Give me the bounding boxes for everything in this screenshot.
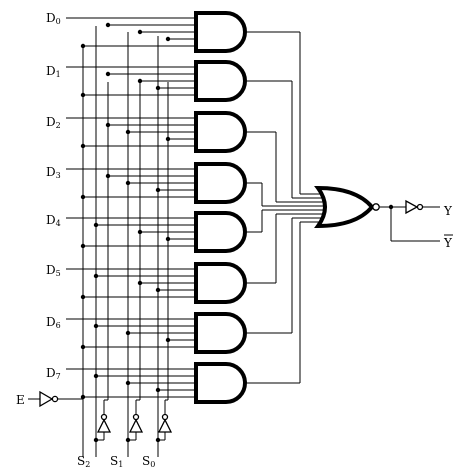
junction-dot	[388, 204, 394, 210]
label-output-y-bar: Y	[443, 236, 453, 250]
junction-dot	[137, 229, 143, 235]
enable-inverter-bubble	[51, 395, 59, 403]
junction-dot	[93, 273, 99, 279]
select-inverter	[128, 418, 144, 433]
select-labels: S2 S1 S0	[77, 454, 155, 469]
junction-dot	[137, 280, 143, 286]
select-inverter-bubble	[100, 413, 108, 421]
junction-dot	[93, 323, 99, 329]
junction-dot	[155, 437, 161, 443]
label-s2: S2	[77, 454, 90, 469]
junction-dot	[137, 29, 143, 35]
junction-dot	[93, 373, 99, 379]
label-d1: D1	[46, 64, 61, 79]
gates	[39, 11, 424, 433]
enable-inverter	[39, 390, 54, 408]
junction-dot	[80, 43, 86, 49]
junction-dot	[105, 122, 111, 128]
junction-dot	[93, 222, 99, 228]
junction-dot	[165, 236, 171, 242]
and-gate-0	[194, 11, 247, 53]
junction-dot	[155, 187, 161, 193]
junction-dot	[93, 437, 99, 443]
junction-dots	[80, 22, 394, 443]
junction-dot	[105, 22, 111, 28]
input-labels: D0 D1 D2 D3 D4 D5 D6 D7 E	[16, 11, 61, 407]
junction-dot	[80, 143, 86, 149]
and-gate-2	[194, 111, 247, 153]
junction-dot	[165, 337, 171, 343]
label-d6: D6	[46, 315, 61, 330]
junction-dot	[80, 344, 86, 350]
select-inverter-bubble	[132, 413, 140, 421]
output-inverter-bubble	[416, 203, 424, 211]
junction-dot	[165, 36, 171, 42]
and-gate-6	[194, 312, 247, 354]
junction-dot	[155, 387, 161, 393]
output-labels: Y Y	[443, 204, 453, 250]
label-s0: S0	[142, 454, 155, 469]
label-s1: S1	[110, 454, 123, 469]
label-d3: D3	[46, 165, 61, 180]
output-inverter	[405, 199, 419, 215]
and-gate-1	[194, 60, 247, 102]
junction-dot	[80, 294, 86, 300]
select-inverter-bubble	[161, 413, 169, 421]
label-enable: E	[16, 393, 25, 407]
label-d0: D0	[46, 11, 61, 26]
junction-dot	[80, 92, 86, 98]
and-gate-7	[194, 362, 247, 404]
junction-dot	[125, 129, 131, 135]
nor-gate	[314, 185, 375, 229]
junction-dot	[125, 437, 131, 443]
junction-dot	[80, 194, 86, 200]
junction-dot	[125, 380, 131, 386]
junction-dot	[80, 243, 86, 249]
label-d4: D4	[46, 213, 61, 228]
select-inverter	[157, 418, 173, 433]
junction-dot	[137, 78, 143, 84]
label-d5: D5	[46, 263, 61, 278]
and-gate-3	[194, 162, 247, 204]
junction-dot	[125, 180, 131, 186]
nor-output-bubble	[372, 203, 380, 211]
select-inverter	[96, 418, 112, 433]
label-d7: D7	[46, 366, 61, 381]
junction-dot	[105, 71, 111, 77]
label-output-y: Y	[443, 204, 453, 218]
junction-dot	[165, 136, 171, 142]
label-d2: D2	[46, 115, 61, 130]
and-gate-4	[194, 211, 247, 253]
junction-dot	[125, 330, 131, 336]
and-gate-5	[194, 262, 247, 304]
junction-dot	[155, 287, 161, 293]
junction-dot	[80, 394, 86, 400]
junction-dot	[155, 85, 161, 91]
wiring	[28, 17, 440, 457]
junction-dot	[105, 173, 111, 179]
